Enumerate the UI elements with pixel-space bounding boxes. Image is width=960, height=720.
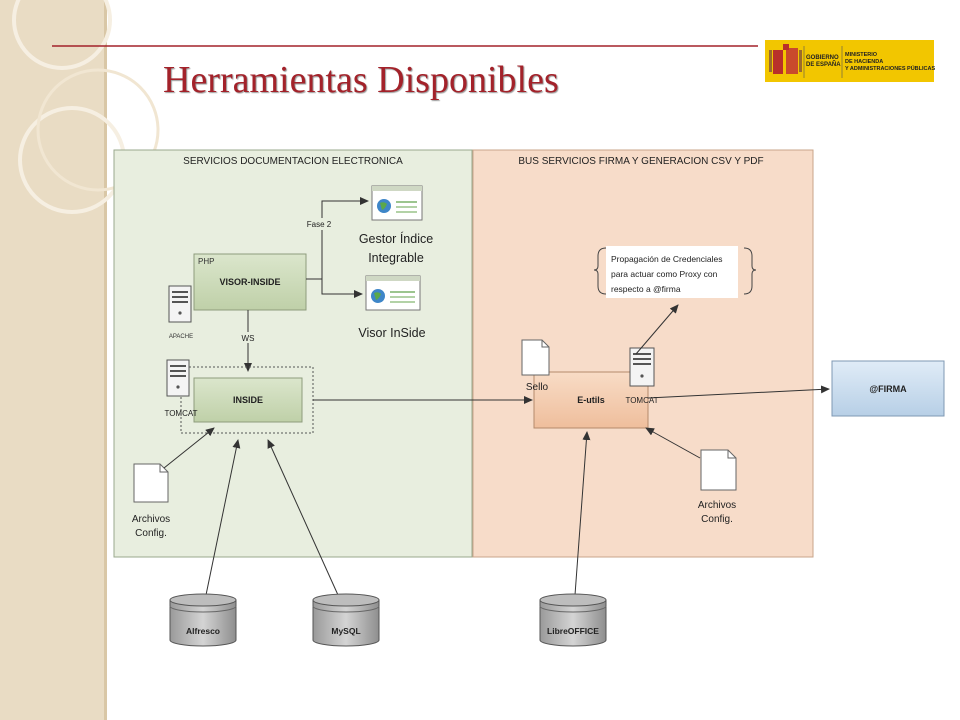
document-right-icon <box>700 449 737 491</box>
propagacion-line3: respecto a @firma <box>611 284 681 294</box>
logo-gobierno-line2: DE ESPAÑA <box>806 61 841 68</box>
logo-gobierno-line1: GOBIERNO <box>806 55 839 61</box>
tomcat-right-label: TOMCAT <box>625 396 658 405</box>
decorative-sidebar <box>0 0 160 720</box>
inside-label: INSIDE <box>233 395 263 405</box>
libreoffice-connector <box>574 431 591 596</box>
ws-label: WS <box>242 334 255 343</box>
left-panel-title: SERVICIOS DOCUMENTACION ELECTRONICA <box>183 156 403 167</box>
eutils-label: E-utils <box>577 395 605 405</box>
fase2-label: Fase 2 <box>307 220 332 229</box>
propagacion-line2: para actuar como Proxy con <box>611 269 718 279</box>
config-left-connector <box>163 427 215 469</box>
fase2-connector <box>306 197 369 298</box>
gestor-label-line1: Gestor Índice <box>359 231 433 246</box>
eutils-box <box>533 371 649 429</box>
right-panel-title: BUS SERVICIOS FIRMA Y GENERACION CSV Y P… <box>518 156 763 167</box>
php-label: PHP <box>198 257 214 266</box>
gestor-label-line2: Integrable <box>368 251 424 265</box>
gestor-indice-screen-icon <box>371 185 423 221</box>
inside-box <box>193 377 303 423</box>
tomcat-left-label: TOMCAT <box>164 409 197 418</box>
tomcat-server-left-icon <box>166 359 190 397</box>
tomcat-server-right-icon <box>629 347 655 387</box>
firma-box <box>831 360 945 417</box>
sello-document-icon <box>521 339 550 376</box>
config-right-connector <box>645 427 701 459</box>
apache-label: APACHE <box>169 334 193 340</box>
archivos-right-line2: Config. <box>701 514 733 525</box>
archivos-left-line2: Config. <box>135 528 167 539</box>
visor-inside-screen-icon <box>365 275 421 311</box>
mysql-label: MySQL <box>331 626 360 636</box>
libreoffice-label: LibreOFFICE <box>547 626 599 636</box>
propagacion-connector <box>635 304 679 355</box>
logo-ministerio-line1: MINISTERIO <box>845 52 878 58</box>
visor-label: Visor InSide <box>358 326 425 340</box>
libreoffice-database-icon <box>539 593 607 647</box>
archivos-right-line1: Archivos <box>698 500 736 511</box>
mysql-connector <box>267 439 339 596</box>
alfresco-label: Alfresco <box>186 626 220 636</box>
government-logo: GOBIERNO DE ESPAÑA MINISTERIO DE HACIEND… <box>765 40 935 82</box>
logo-ministerio-line2: DE HACIENDA <box>845 59 883 65</box>
mysql-database-icon <box>312 593 380 647</box>
firma-label: @FIRMA <box>869 384 907 394</box>
archivos-left-line1: Archivos <box>132 514 170 525</box>
logo-ministerio-line3: Y ADMINISTRACIONES PÚBLICAS <box>845 65 935 72</box>
page-title: Herramientas Disponibles <box>163 59 559 101</box>
coat-of-arms-icon <box>769 44 802 74</box>
document-left-icon <box>133 463 169 503</box>
propagacion-note <box>593 246 757 298</box>
sello-label: Sello <box>526 382 549 393</box>
propagacion-line1: Propagación de Credenciales <box>611 254 723 264</box>
alfresco-database-icon <box>169 593 237 647</box>
visor-inside-box <box>193 253 307 311</box>
apache-server-icon <box>168 285 192 323</box>
eutils-firma-connector <box>647 385 830 399</box>
alfresco-connector <box>205 439 241 596</box>
visor-inside-label: VISOR-INSIDE <box>219 277 280 287</box>
